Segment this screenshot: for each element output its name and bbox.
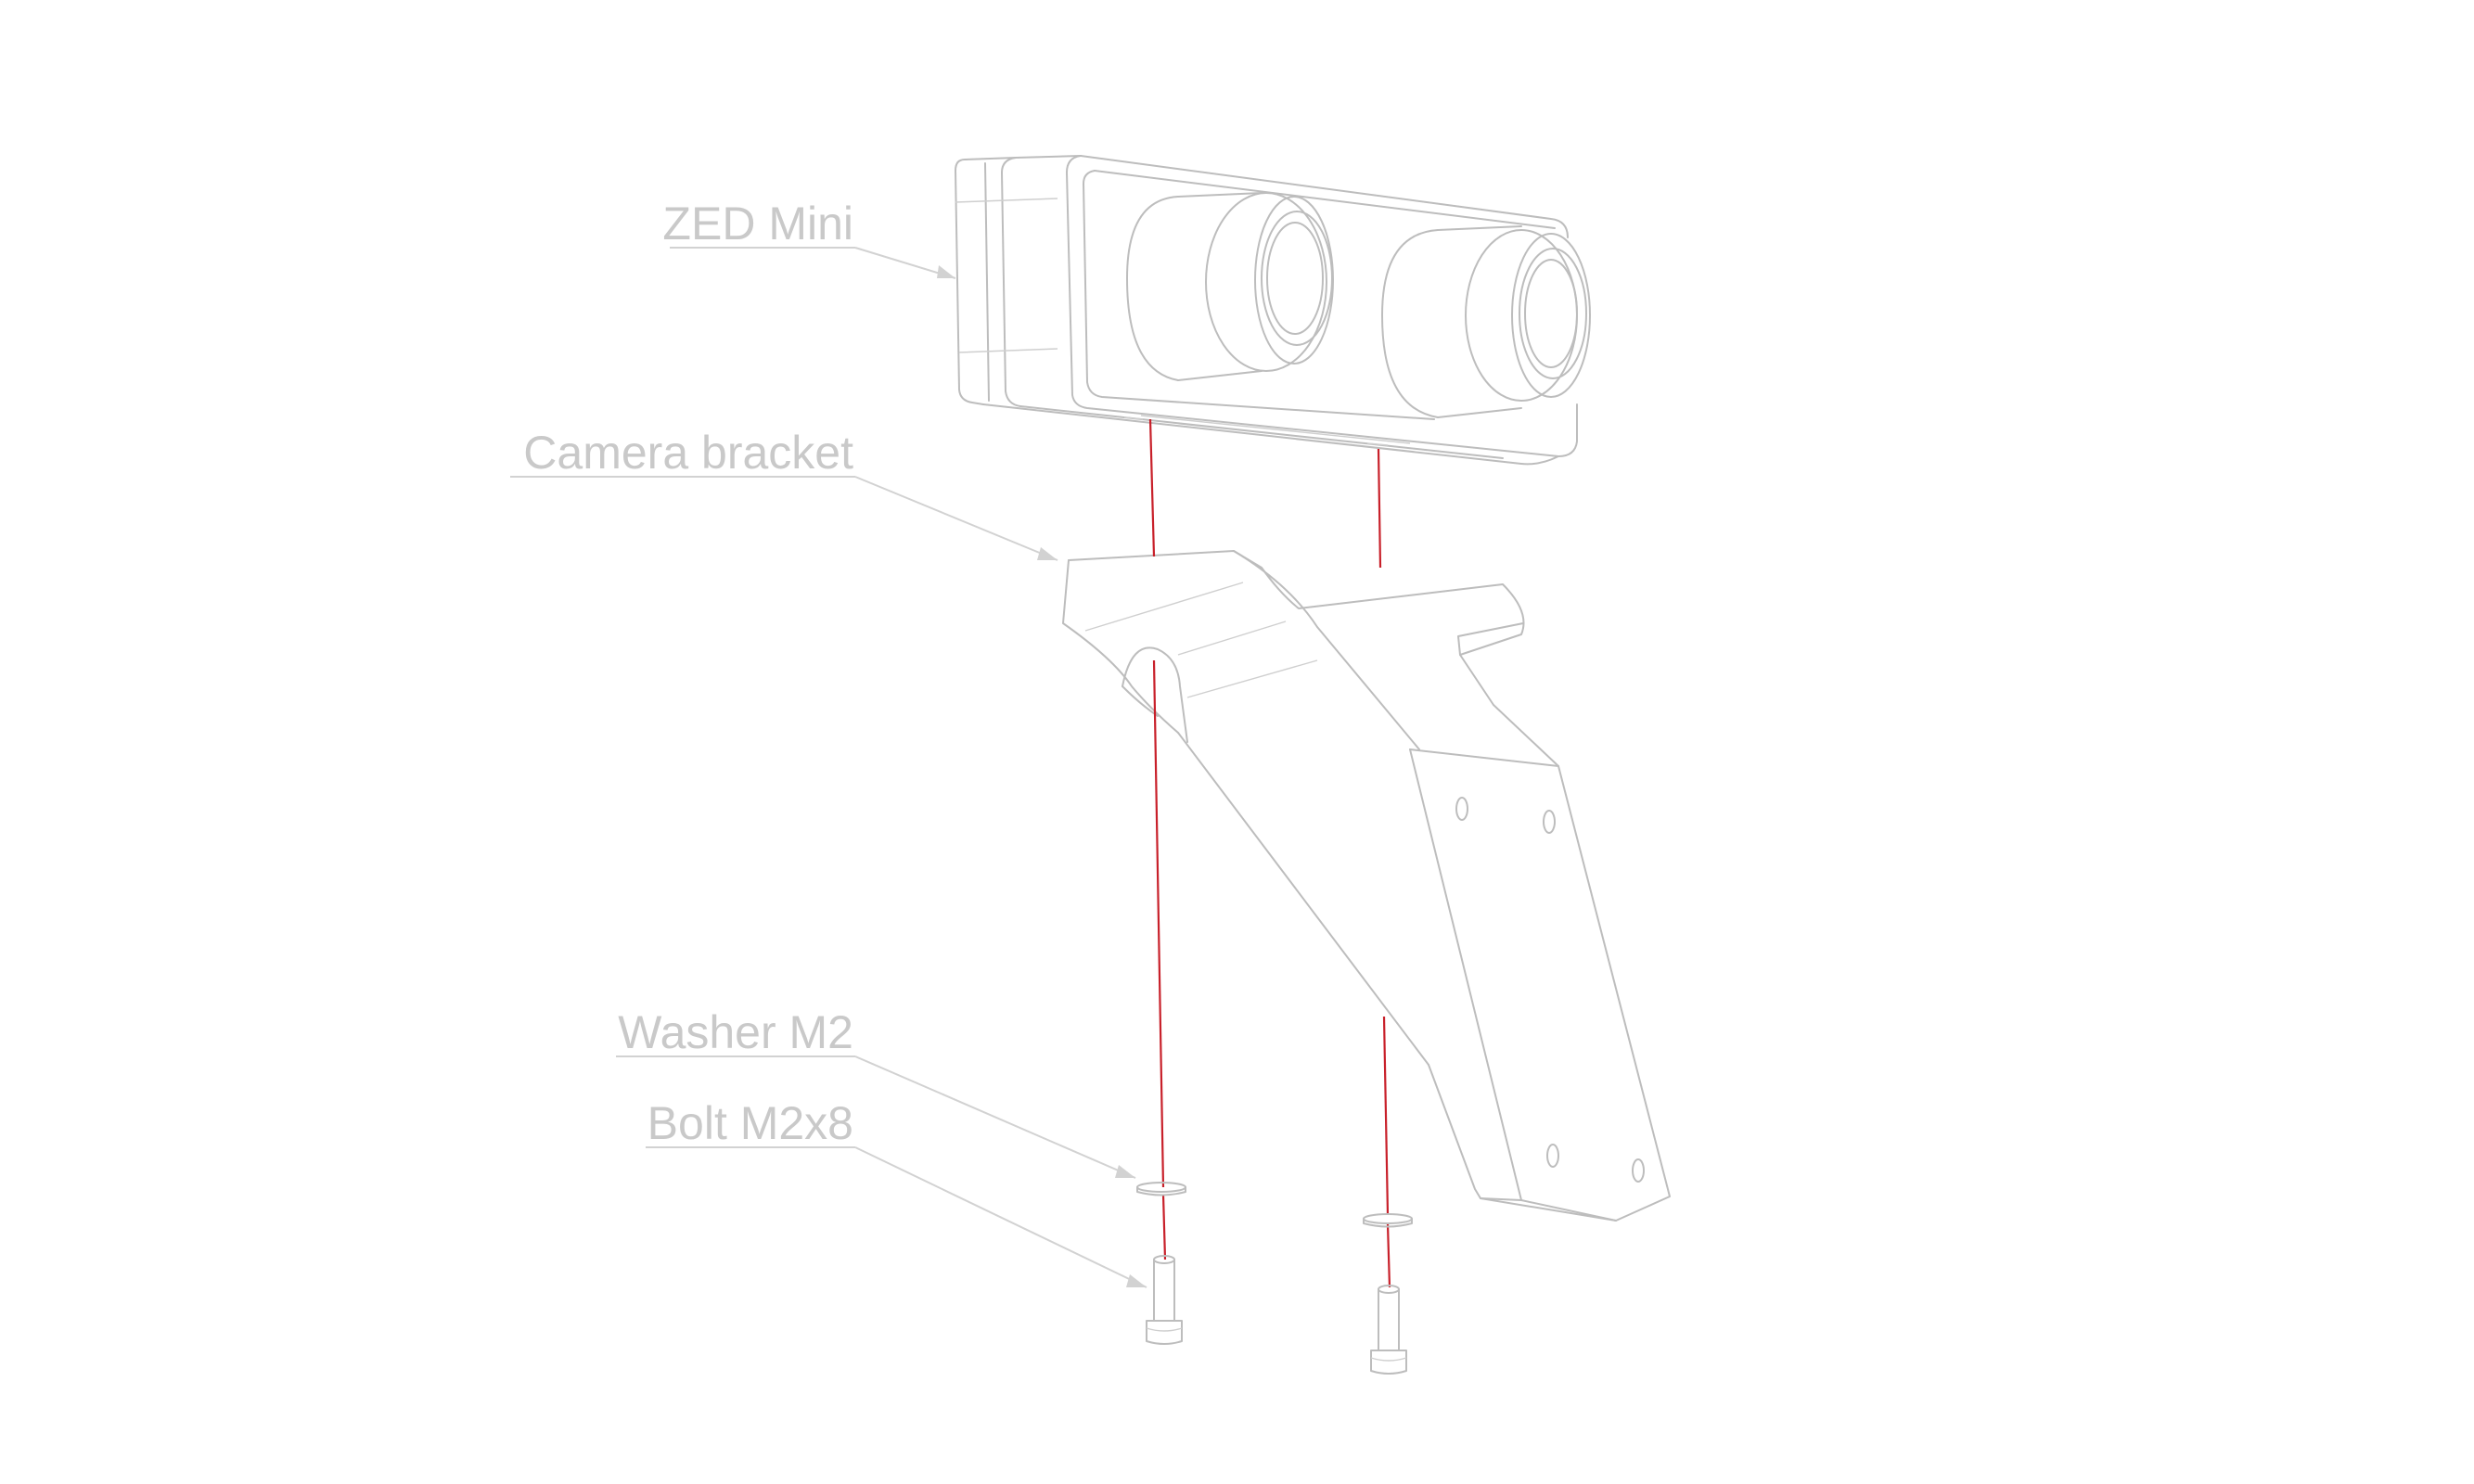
label-camera-bracket: Camera bracket (523, 427, 853, 479)
label-washer: Washer M2 (618, 1006, 853, 1058)
label-bolt: Bolt M2x8 (647, 1097, 853, 1149)
washer-right (1363, 1213, 1413, 1228)
camera-bracket (1062, 550, 1671, 1222)
label-zed-mini: ZED Mini (662, 198, 853, 249)
bolt-left (1146, 1255, 1183, 1345)
assembly-axes (1148, 418, 1391, 1288)
zed-mini-camera (955, 155, 1591, 466)
callout-leaders (510, 247, 1147, 1288)
washer-left (1136, 1182, 1186, 1196)
bolt-right (1370, 1285, 1407, 1375)
